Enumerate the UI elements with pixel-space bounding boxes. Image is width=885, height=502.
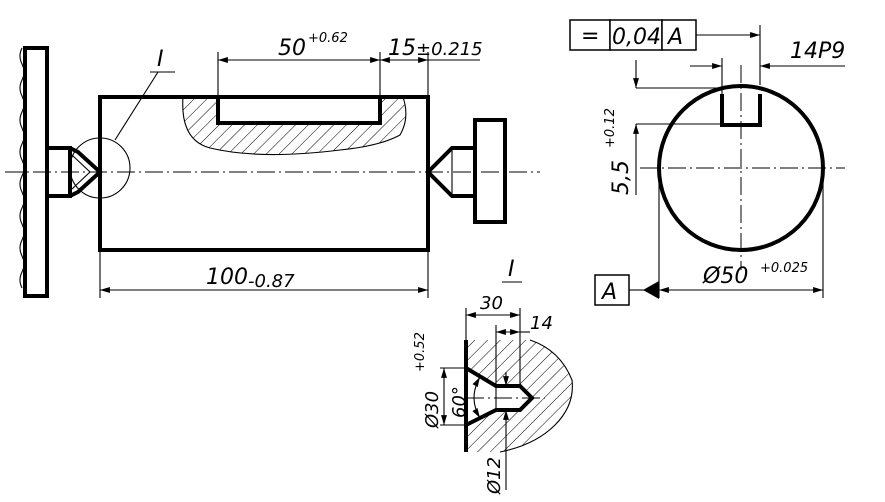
main-view: I 50 +0.62 15 ±0.215 100 -0.87 bbox=[5, 31, 540, 298]
detail-depth-hole-dim: 14 bbox=[495, 313, 553, 386]
callout-mark: I bbox=[157, 47, 164, 72]
diameter-tolerance: +0.025 bbox=[760, 261, 808, 276]
left-chuck bbox=[19, 46, 103, 298]
keyway-offset-dim: 15 ±0.215 bbox=[380, 36, 483, 97]
detail-hole-diameter-dim: Ø12 bbox=[484, 372, 509, 495]
right-chuck bbox=[425, 118, 507, 224]
detail-depth-total: 30 bbox=[480, 293, 503, 314]
datum-marker: A bbox=[594, 274, 659, 306]
key-width-dim: 14P9 bbox=[690, 39, 845, 94]
symmetry-symbol: = bbox=[581, 24, 599, 49]
key-depth-tolerance: +0.12 bbox=[603, 108, 618, 148]
section-view: = 0,04 A 14P9 5,5 +0.12 bbox=[569, 19, 845, 306]
datum-label: A bbox=[600, 280, 617, 305]
detail-hole-diameter: Ø12 bbox=[484, 457, 505, 495]
detail-depth-total-dim: 30 bbox=[465, 293, 521, 386]
keyway-offset-tolerance: ±0.215 bbox=[416, 39, 483, 60]
diameter-value: Ø50 bbox=[702, 264, 748, 289]
shaft-body bbox=[69, 95, 430, 252]
part-length-dim: 100 -0.87 bbox=[99, 250, 429, 298]
detail-title: I bbox=[508, 257, 515, 282]
detail-depth-hole: 14 bbox=[530, 313, 553, 334]
keyway-length: 50 bbox=[278, 36, 306, 61]
keyway-length-tolerance: +0.62 bbox=[308, 31, 348, 46]
detail-chamfer-diameter-tolerance: +0.52 bbox=[413, 332, 428, 372]
key-width: 14P9 bbox=[790, 39, 845, 64]
key-depth: 5,5 bbox=[609, 160, 634, 195]
part-length-tolerance: -0.87 bbox=[248, 271, 295, 292]
detail-chamfer-diameter: Ø30 bbox=[422, 391, 443, 429]
part-length: 100 bbox=[206, 265, 248, 290]
key-depth-dim: 5,5 +0.12 bbox=[603, 60, 722, 195]
tolerance-value: 0,04 bbox=[612, 25, 661, 50]
diameter-dim: Ø50 +0.025 bbox=[658, 168, 824, 298]
keyway-length-dim: 50 +0.62 bbox=[217, 31, 381, 97]
detail-angle-dim: 60° bbox=[449, 376, 481, 419]
tolerance-datum: A bbox=[666, 25, 683, 50]
detail-chamfer-diameter-dim: Ø30 +0.52 bbox=[413, 332, 466, 429]
tolerance-frame: = 0,04 A bbox=[569, 19, 761, 85]
callout-leader bbox=[114, 71, 159, 141]
detail-angle: 60° bbox=[449, 386, 470, 418]
keyway-offset: 15 bbox=[388, 36, 416, 61]
detail-view: I 30 14 Ø30 +0.52 bbox=[413, 257, 573, 495]
